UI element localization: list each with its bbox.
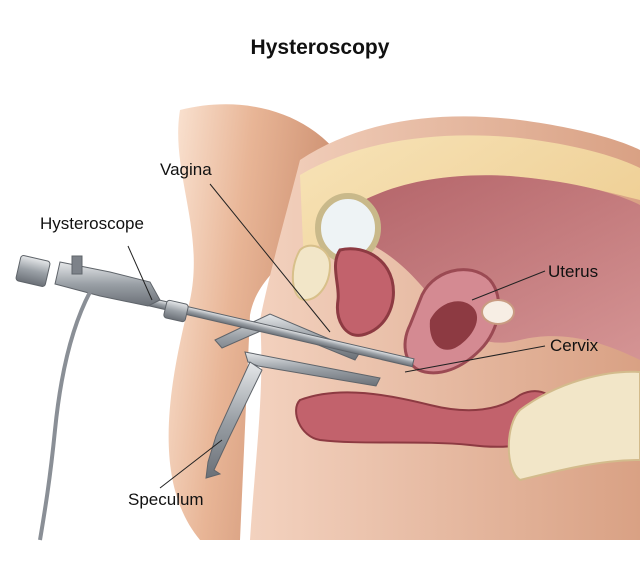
light-cable — [38, 291, 92, 541]
ovary — [481, 299, 515, 325]
leader-uterus — [471, 270, 546, 301]
hysteroscope-valve — [71, 255, 83, 275]
rectum — [334, 247, 395, 337]
label-cervix: Cervix — [550, 336, 599, 355]
label-uterus: Uterus — [548, 262, 599, 281]
label-hysteroscope: Hysteroscope — [40, 214, 144, 233]
speculum-lower-blade — [244, 351, 381, 387]
figure-title: Hysteroscopy — [250, 36, 390, 59]
leader-cervix — [404, 345, 546, 373]
hysteroscope-body — [54, 261, 161, 307]
leader-speculum — [159, 439, 223, 489]
leader-hysteroscope — [127, 245, 153, 301]
sacrum — [507, 370, 640, 482]
hysteroscope-eyepiece — [15, 255, 51, 287]
fat-layer — [300, 135, 640, 290]
uterine-cavity — [429, 301, 478, 350]
label-vagina: Vagina — [160, 160, 212, 179]
hysteroscope-coupler — [163, 299, 189, 323]
label-speculum: Speculum — [128, 490, 204, 509]
leader-vagina — [209, 183, 331, 333]
speculum-handle — [205, 361, 263, 479]
abdominal-cavity — [340, 175, 640, 360]
pubic-bone — [291, 244, 332, 302]
